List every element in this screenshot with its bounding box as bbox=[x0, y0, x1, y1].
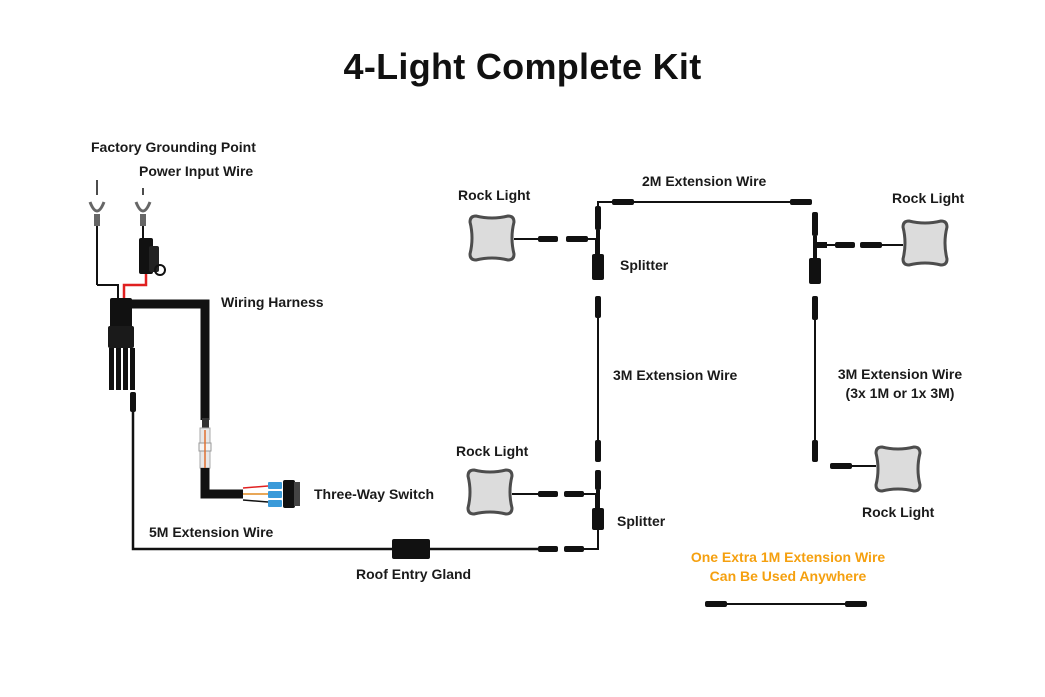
extra-1m-extension-wire bbox=[705, 601, 867, 607]
three-way-switch bbox=[242, 480, 300, 508]
roof-entry-gland-label: Roof Entry Gland bbox=[356, 566, 472, 582]
rock-light-upper-right-assembly bbox=[827, 219, 949, 267]
roof-entry-gland bbox=[392, 530, 599, 559]
three-way-switch-label: Three-Way Switch bbox=[314, 486, 435, 502]
harness-lead-wires bbox=[97, 274, 148, 298]
fuse-holder bbox=[139, 238, 166, 276]
factory-grounding-point-label: Factory Grounding Point bbox=[91, 139, 256, 155]
power-terminal bbox=[134, 188, 152, 240]
ground-terminal bbox=[88, 180, 106, 285]
splitter-upper-label: Splitter bbox=[620, 257, 669, 273]
power-input-wire-label: Power Input Wire bbox=[139, 163, 254, 179]
rock-light-lower-left-assembly bbox=[466, 468, 597, 516]
five-m-extension-wire bbox=[130, 392, 392, 551]
splitter-lower-label: Splitter bbox=[617, 513, 666, 529]
extra-wire-note-line1: One Extra 1M Extension Wire bbox=[690, 549, 886, 565]
three-m-extension-wire-right-label: 3M Extension Wire bbox=[837, 366, 963, 382]
rock-light-upper-left-assembly bbox=[468, 214, 597, 262]
two-m-extension-wire bbox=[612, 199, 812, 205]
wiring-harness-label: Wiring Harness bbox=[221, 294, 324, 310]
rock-light-upper-left-label: Rock Light bbox=[458, 187, 531, 203]
wiring-harness bbox=[108, 298, 243, 499]
rock-light-upper-right-label: Rock Light bbox=[892, 190, 965, 206]
three-m-extension-wire-middle-label: 3M Extension Wire bbox=[613, 367, 738, 383]
extra-wire-note-line2: Can Be Used Anywhere bbox=[709, 568, 867, 584]
five-m-extension-wire-label: 5M Extension Wire bbox=[149, 524, 274, 540]
three-m-extension-wire-right-sublabel: (3x 1M or 1x 3M) bbox=[845, 385, 955, 401]
two-m-extension-wire-label: 2M Extension Wire bbox=[642, 173, 767, 189]
rock-light-lower-left-label: Rock Light bbox=[456, 443, 529, 459]
rock-light-lower-right-label: Rock Light bbox=[862, 504, 935, 520]
splitter-upper-right bbox=[809, 212, 827, 284]
three-m-extension-wire-middle bbox=[595, 296, 601, 462]
rock-light-lower-right-assembly bbox=[830, 445, 922, 493]
three-m-extension-wire-right bbox=[812, 296, 818, 462]
splitter-upper-left bbox=[592, 201, 618, 280]
diagram-title: 4-Light Complete Kit bbox=[343, 46, 702, 87]
splitter-lower bbox=[592, 470, 604, 530]
